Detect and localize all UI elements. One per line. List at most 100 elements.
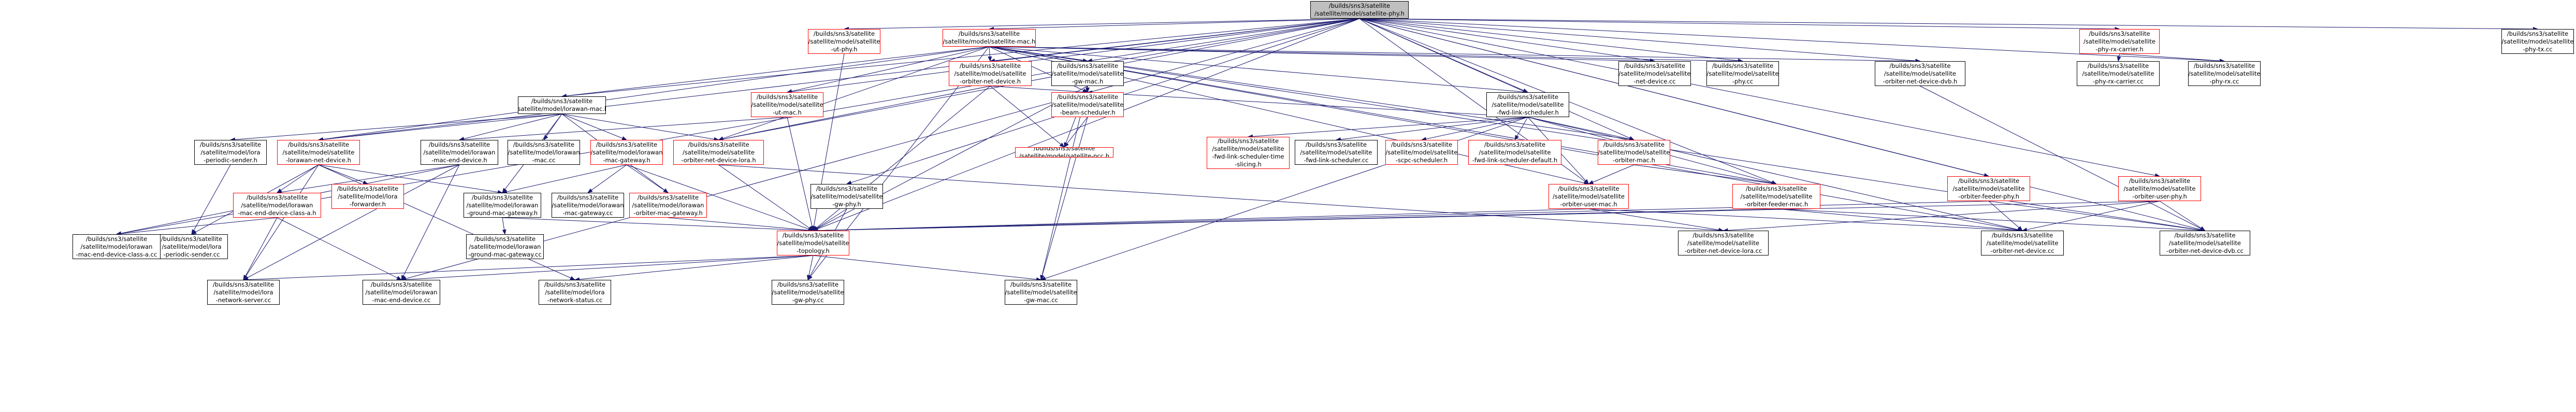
- edge-fwd_link_scheduler_h-to-fls_cc: [1336, 117, 1528, 141]
- node-lorawan-mac-h[interactable]: /builds/sns3/satellite /satellite/model/…: [518, 96, 606, 114]
- edge-lorawan_mac_end_device_h-to-lorawan_med_class_a_h: [277, 164, 460, 194]
- node-lorawan-mac-gateway-h[interactable]: /builds/sns3/satellite /satellite/model/…: [590, 140, 663, 165]
- node-lorawan-mac-end-device-h[interactable]: /builds/sns3/satellite /satellite/model/…: [421, 140, 498, 165]
- edge-lorawan_ground_mac_gw_h-to-lorawan_ground_mac_gw_cc: [502, 217, 506, 235]
- node-gw-phy-cc[interactable]: /builds/sns3/satellite /satellite/model/…: [772, 280, 844, 305]
- edge-orbiter_user_phy_h-to-orbiter_net_device_lora_cc: [1723, 201, 2160, 233]
- node-orbiter-net-device-cc[interactable]: /builds/sns3/satellite /satellite/model/…: [1981, 231, 2064, 255]
- edge-lorawan_orbiter_mac_gw_h-to-topology_h: [668, 217, 814, 233]
- edge-root-to-lorawan_mac_end_device_cc: [401, 18, 1360, 281]
- edge-lorawan_med_class_a_h-to-lora_network_server_cc: [243, 217, 278, 280]
- node-fls-default-h[interactable]: /builds/sns3/satellite /satellite/model/…: [1468, 140, 1561, 165]
- edge-fwd_link_scheduler_h-to-fls_default_h: [1514, 117, 1528, 140]
- node-lora-periodic-sender-cc[interactable]: /builds/sns3/satellite /satellite/model/…: [155, 234, 228, 259]
- node-lorawan-mac-end-device-cc[interactable]: /builds/sns3/satellite /satellite/model/…: [363, 280, 440, 305]
- node-phy-rx-carrier-h[interactable]: /builds/sns3/satellite /satellite/model/…: [2079, 29, 2160, 54]
- node-lora-network-status-cc[interactable]: /builds/sns3/satellite /satellite/model/…: [539, 280, 611, 305]
- node-orbiter-net-device-dvb-h[interactable]: /builds/sns3/satellite /satellite/model/…: [1875, 61, 1965, 86]
- edge-fwd_link_scheduler_h-to-fls_time_slicing_h: [1248, 117, 1528, 139]
- edge-orbiter_mac_h-to-orbiter_user_mac_h: [1588, 164, 1634, 184]
- edge-topology_h-to-gw_mac_cc: [813, 255, 1041, 282]
- node-gw-mac-h[interactable]: /builds/sns3/satellite /satellite/model/…: [1051, 61, 1124, 86]
- node-lorawan-mac-cc[interactable]: /builds/sns3/satellite /satellite/model/…: [508, 140, 580, 165]
- node-lorawan-med-class-a-h[interactable]: /builds/sns3/satellite /satellite/model/…: [233, 193, 321, 218]
- node-orbiter-user-mac-h[interactable]: /builds/sns3/satellite /satellite/model/…: [1549, 184, 1629, 209]
- edge-lorawan_mac_h-to-orbiter_net_device_lora_h: [561, 113, 719, 141]
- node-lora-network-server-cc[interactable]: /builds/sns3/satellite /satellite/model/…: [207, 280, 280, 305]
- edge-beam_scheduler_h-to-gw_mac_cc: [1040, 117, 1088, 280]
- node-lorawan-orbiter-mac-gw-h[interactable]: /builds/sns3/satellite /satellite/model/…: [629, 193, 707, 218]
- edge-lorawan_mac_gateway_h-to-lorawan_mac_gateway_cc: [587, 164, 627, 193]
- node-fls-cc[interactable]: /builds/sns3/satellite /satellite/model/…: [1295, 140, 1378, 165]
- edge-mac_h-to-orbiter_net_device_dvb_h: [989, 46, 1921, 63]
- edge-orbiter_user_phy_h-to-orbiter_net_device_cc: [2022, 201, 2160, 232]
- node-satellite-phy-h[interactable]: /builds/sns3/satellite /satellite/model/…: [1310, 1, 1409, 19]
- node-orbiter-feeder-mac-h[interactable]: /builds/sns3/satellite /satellite/model/…: [1732, 184, 1820, 209]
- edge-orbiter_feeder_phy_h-to-orbiter_net_device_dvb_cc: [1988, 201, 2206, 232]
- node-beam-scheduler-h[interactable]: /builds/sns3/satellite /satellite/model/…: [1051, 92, 1124, 117]
- edge-lora_periodic_sender_h-to-lora_periodic_sender_cc: [191, 164, 231, 235]
- node-ut-mac-h[interactable]: /builds/sns3/satellite /satellite/model/…: [751, 92, 823, 117]
- edge-mac_h-to-orbiter_net_device_cc: [989, 46, 2023, 232]
- node-gw-mac-cc[interactable]: /builds/sns3/satellite /satellite/model/…: [1005, 280, 1077, 305]
- edge-root-to-phy_cc: [1359, 18, 1743, 63]
- edge-mac_h-to-orbiter_net_device_h: [988, 46, 992, 62]
- edge-gw_phy_h-to-topology_h: [813, 208, 847, 231]
- node-lora-periodic-sender-h[interactable]: /builds/sns3/satellite /satellite/model/…: [194, 140, 267, 165]
- edge-root-to-topology_h: [813, 18, 1360, 231]
- edge-orbiter_net_device_h-to-beam_scheduler_h: [990, 86, 1088, 94]
- node-satellite-ncc-h[interactable]: /builds/sns3/satellite /satellite/model/…: [1015, 147, 1113, 158]
- node-lorawan-ground-mac-gw-cc[interactable]: /builds/sns3/satellite /satellite/model/…: [466, 234, 544, 259]
- node-orbiter-net-device-dvb-cc[interactable]: /builds/sns3/satellite /satellite/model/…: [2160, 231, 2250, 255]
- node-net-device-cc[interactable]: /builds/sns3/satellite /satellite/model/…: [1618, 61, 1691, 86]
- edge-orbiter_user_phy_h-to-orbiter_net_device_dvb_cc: [2159, 201, 2206, 231]
- node-orbiter-mac-h[interactable]: /builds/sns3/satellite /satellite/model/…: [1598, 140, 1670, 165]
- edge-root-to-orbiter_net_device_lora_h: [718, 18, 1360, 141]
- node-orbiter-feeder-phy-h[interactable]: /builds/sns3/satellite /satellite/model/…: [1947, 176, 2030, 201]
- node-orbiter-net-device-lora-cc[interactable]: /builds/sns3/satellite /satellite/model/…: [1678, 231, 1769, 255]
- node-fwd-link-scheduler-h[interactable]: /builds/sns3/satellite /satellite/model/…: [1486, 92, 1569, 117]
- edge-orbiter_feeder_mac_h-to-orbiter_net_device_cc: [1776, 208, 2023, 233]
- edge-lorawan_mac_h-to-lorawan_mac_end_device_h: [459, 113, 562, 141]
- edge-mac_h-to-lorawan_mac_h: [561, 46, 990, 98]
- node-satellite-mac-h[interactable]: /builds/sns3/satellite /satellite/model/…: [943, 29, 1036, 47]
- edge-topology_h-to-lorawan_mac_end_device_cc: [401, 255, 814, 282]
- node-satellite-topology-h[interactable]: /builds/sns3/satellite /satellite/model/…: [777, 231, 849, 255]
- edge-orbiter_mac_h-to-orbiter_feeder_mac_h: [1633, 164, 1777, 186]
- edge-gw_mac_h-to-topology_h: [813, 86, 1088, 231]
- edge-phy_rx_carrier_h-to-phy_rx_carrier_cc: [2117, 53, 2121, 62]
- edge-root-to-lorawan_med_class_a_cc: [116, 18, 1360, 236]
- node-lora-forwarder-h[interactable]: /builds/sns3/satellite /satellite/model/…: [331, 184, 404, 209]
- edge-lorawan_net_device_h-to-lorawan_med_class_a_h: [277, 164, 319, 193]
- node-ut-phy-h[interactable]: /builds/sns3/satellite /satellite/model/…: [808, 29, 880, 54]
- edge-lorawan_mac_end_device_h-to-lora_network_server_cc: [243, 164, 460, 280]
- node-fls-time-slicing-h[interactable]: /builds/sns3/satellite /satellite/model/…: [1207, 137, 1290, 169]
- node-orbiter-net-device-h[interactable]: /builds/sns3/satellite /satellite/model/…: [949, 61, 1032, 86]
- edge-root-to-orbiter_user_phy_h: [1359, 18, 2160, 178]
- node-phy-rx-cc[interactable]: /builds/sns3/satellite /satellite/model/…: [2188, 61, 2261, 86]
- edge-root-to-mac_h: [989, 18, 1360, 31]
- edge-lorawan_mac_gateway_h-to-topology_h: [626, 164, 814, 231]
- edge-lorawan_med_class_a_h-to-lorawan_mac_end_device_cc: [277, 217, 402, 280]
- node-phy-cc[interactable]: /builds/sns3/satellite /satellite/model/…: [1706, 61, 1779, 86]
- edge-fwd_link_scheduler_h-to-scpc_scheduler_h: [1421, 117, 1528, 141]
- node-scpc-scheduler-h[interactable]: /builds/sns3/satellite /satellite/model/…: [1385, 140, 1458, 165]
- node-gw-phy-h[interactable]: /builds/sns3/satellite /satellite/model/…: [811, 184, 883, 209]
- edge-orbiter_user_mac_h-to-orbiter_net_device_cc: [1588, 208, 2023, 233]
- edge-lorawan_net_device_h-to-lora_network_status_cc: [318, 164, 575, 280]
- edge-lorawan_mac_end_device_h-to-lorawan_mac_end_device_cc: [401, 164, 460, 280]
- edge-lorawan_net_device_h-to-lora_network_server_cc: [243, 164, 319, 280]
- edge-orbiter_feeder_mac_h-to-orbiter_net_device_dvb_cc: [1776, 208, 2206, 233]
- node-phy-rx-carrier-cc[interactable]: /builds/sns3/satellite /satellite/model/…: [2077, 61, 2160, 86]
- edge-mac_h-to-phy_cc: [989, 46, 1743, 63]
- edge-lorawan_net_device_h-to-lorawan_ground_mac_gw_h: [318, 164, 503, 194]
- node-orbiter-user-phy-h[interactable]: /builds/sns3/satellite /satellite/model/…: [2118, 176, 2201, 201]
- node-lorawan-net-device-h[interactable]: /builds/sns3/satellite /satellite/model/…: [277, 140, 360, 165]
- edge-orbiter_net_device_h-to-topology_h: [813, 86, 991, 231]
- node-lorawan-mac-gateway-cc[interactable]: /builds/sns3/satellite /satellite/model/…: [552, 193, 624, 218]
- node-lorawan-med-class-a-cc[interactable]: /builds/sns3/satellite /satellite/model/…: [73, 234, 161, 259]
- node-orbiter-net-device-lora-h[interactable]: /builds/sns3/satellite /satellite/model/…: [673, 140, 764, 165]
- node-phy-tx-cc[interactable]: /builds/sns3/satellite /satellite/model/…: [2501, 29, 2574, 54]
- node-lorawan-ground-mac-gw-h[interactable]: /builds/sns3/satellite /satellite/model/…: [464, 193, 541, 218]
